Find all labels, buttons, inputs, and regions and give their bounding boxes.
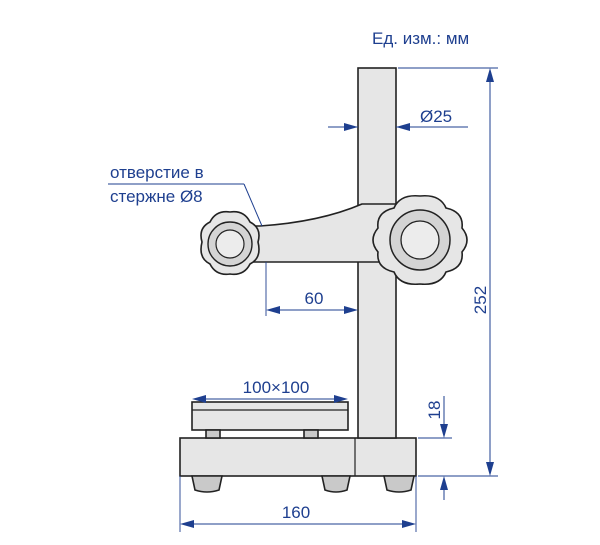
diameter-arrow-left <box>344 123 358 131</box>
thickness-arrow-bottom <box>440 476 448 490</box>
dimension-table-size: 100×100 <box>192 378 348 403</box>
thickness-arrow-top <box>440 424 448 438</box>
foot-right <box>383 475 415 493</box>
callout-line-1: отверстие в <box>110 163 204 182</box>
diameter-value: Ø25 <box>420 107 452 126</box>
table-pad-left <box>205 429 221 439</box>
knob-left-center <box>215 229 245 259</box>
table-platform <box>191 401 349 439</box>
callout-leader <box>243 183 263 227</box>
table-size-value: 100×100 <box>243 378 310 397</box>
height-value: 252 <box>471 286 490 314</box>
holder-knob-left <box>200 210 260 276</box>
clamp-knob-right <box>372 194 468 286</box>
dimension-base-width: 160 <box>179 476 417 532</box>
table-pad-right <box>303 429 319 439</box>
foot-middle <box>321 475 351 493</box>
base-block <box>179 437 417 477</box>
dimension-height: 252 <box>398 67 498 477</box>
callout-hole: отверстие в стержне Ø8 <box>108 163 263 227</box>
diameter-arrow-right <box>396 123 410 131</box>
foot-left <box>191 475 223 493</box>
dimension-rod-diameter: Ø25 <box>328 107 468 131</box>
knob-right-center <box>400 220 440 260</box>
width-arrow-right <box>402 520 416 528</box>
width-value: 160 <box>282 503 310 522</box>
base <box>179 437 417 493</box>
units-label: Ед. изм.: мм <box>372 29 469 48</box>
reach-value: 60 <box>305 289 324 308</box>
height-arrow-bottom <box>486 462 494 476</box>
dimension-arm-reach: 60 <box>265 262 358 316</box>
callout-line-2: стержне Ø8 <box>110 187 203 206</box>
reach-arrow-right <box>344 306 358 314</box>
table-top <box>191 401 349 431</box>
reach-arrow-left <box>266 306 280 314</box>
table-arrow-right <box>334 395 348 403</box>
width-arrow-left <box>180 520 194 528</box>
height-arrow-top <box>486 68 494 82</box>
thickness-value: 18 <box>425 401 444 420</box>
dimension-base-thickness: 18 <box>418 396 452 500</box>
table-arrow-left <box>192 395 206 403</box>
